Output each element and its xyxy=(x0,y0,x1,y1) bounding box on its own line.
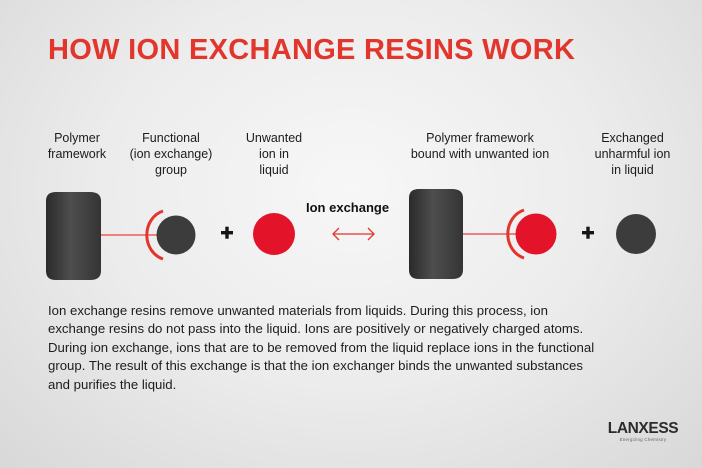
label-bound-framework: Polymer framework bound with unwanted io… xyxy=(405,130,555,162)
page-title: HOW ION EXCHANGE RESINS WORK xyxy=(48,34,576,66)
label-line: in liquid xyxy=(611,163,654,177)
label-line: group xyxy=(155,163,187,177)
label-polymer-framework: Polymer framework xyxy=(36,130,118,162)
description-line: During ion exchange, ions that are to be… xyxy=(48,339,595,355)
exchanged-ion xyxy=(616,214,656,254)
exchange-arrow xyxy=(332,227,375,241)
bound-framework-shape xyxy=(409,189,463,279)
description-line: and purifies the liquid. xyxy=(48,376,177,392)
functional-group-arc xyxy=(145,209,164,261)
logo-name: LANXESS xyxy=(607,420,679,437)
plus-sign-left xyxy=(221,226,233,239)
label-functional-group: Functional (ion exchange) group xyxy=(117,130,225,178)
logo-tagline: Energizing Chemistry xyxy=(619,437,667,442)
description-line: Ion exchange resins remove unwanted mate… xyxy=(48,303,548,318)
label-line: framework xyxy=(47,147,107,161)
description-line: group. The result of this exchange is th… xyxy=(48,358,583,374)
label-exchanged-ion: Exchanged unharmful ion in liquid xyxy=(585,130,680,178)
label-line: Exchanged xyxy=(601,131,664,145)
lanxess-logo: LANXESS Energizing Chemistry xyxy=(604,420,682,442)
label-line: Polymer xyxy=(54,131,100,145)
label-line: ion in xyxy=(259,147,289,161)
label-line: Functional xyxy=(142,131,200,145)
label-line: liquid xyxy=(259,163,289,177)
functional-group-ion xyxy=(156,215,196,255)
description-line: exchange resins do not pass into the liq… xyxy=(48,321,584,337)
description: Ion exchange resins remove unwanted mate… xyxy=(48,302,668,394)
bound-unwanted-ion xyxy=(515,213,557,255)
plus-sign-right xyxy=(582,226,594,239)
label-line: bound with unwanted ion xyxy=(410,147,550,161)
label-unwanted-ion: Unwanted ion in liquid xyxy=(238,130,310,178)
functional-group-arc xyxy=(506,208,525,260)
label-line: unharmful ion xyxy=(594,147,671,161)
label-line: Unwanted xyxy=(245,131,303,145)
label-line: Polymer framework xyxy=(426,131,534,145)
label-line: (ion exchange) xyxy=(129,147,213,161)
unwanted-ion xyxy=(253,213,295,255)
ion-exchange-label: Ion exchange xyxy=(306,200,390,215)
polymer-framework-shape xyxy=(46,192,101,280)
